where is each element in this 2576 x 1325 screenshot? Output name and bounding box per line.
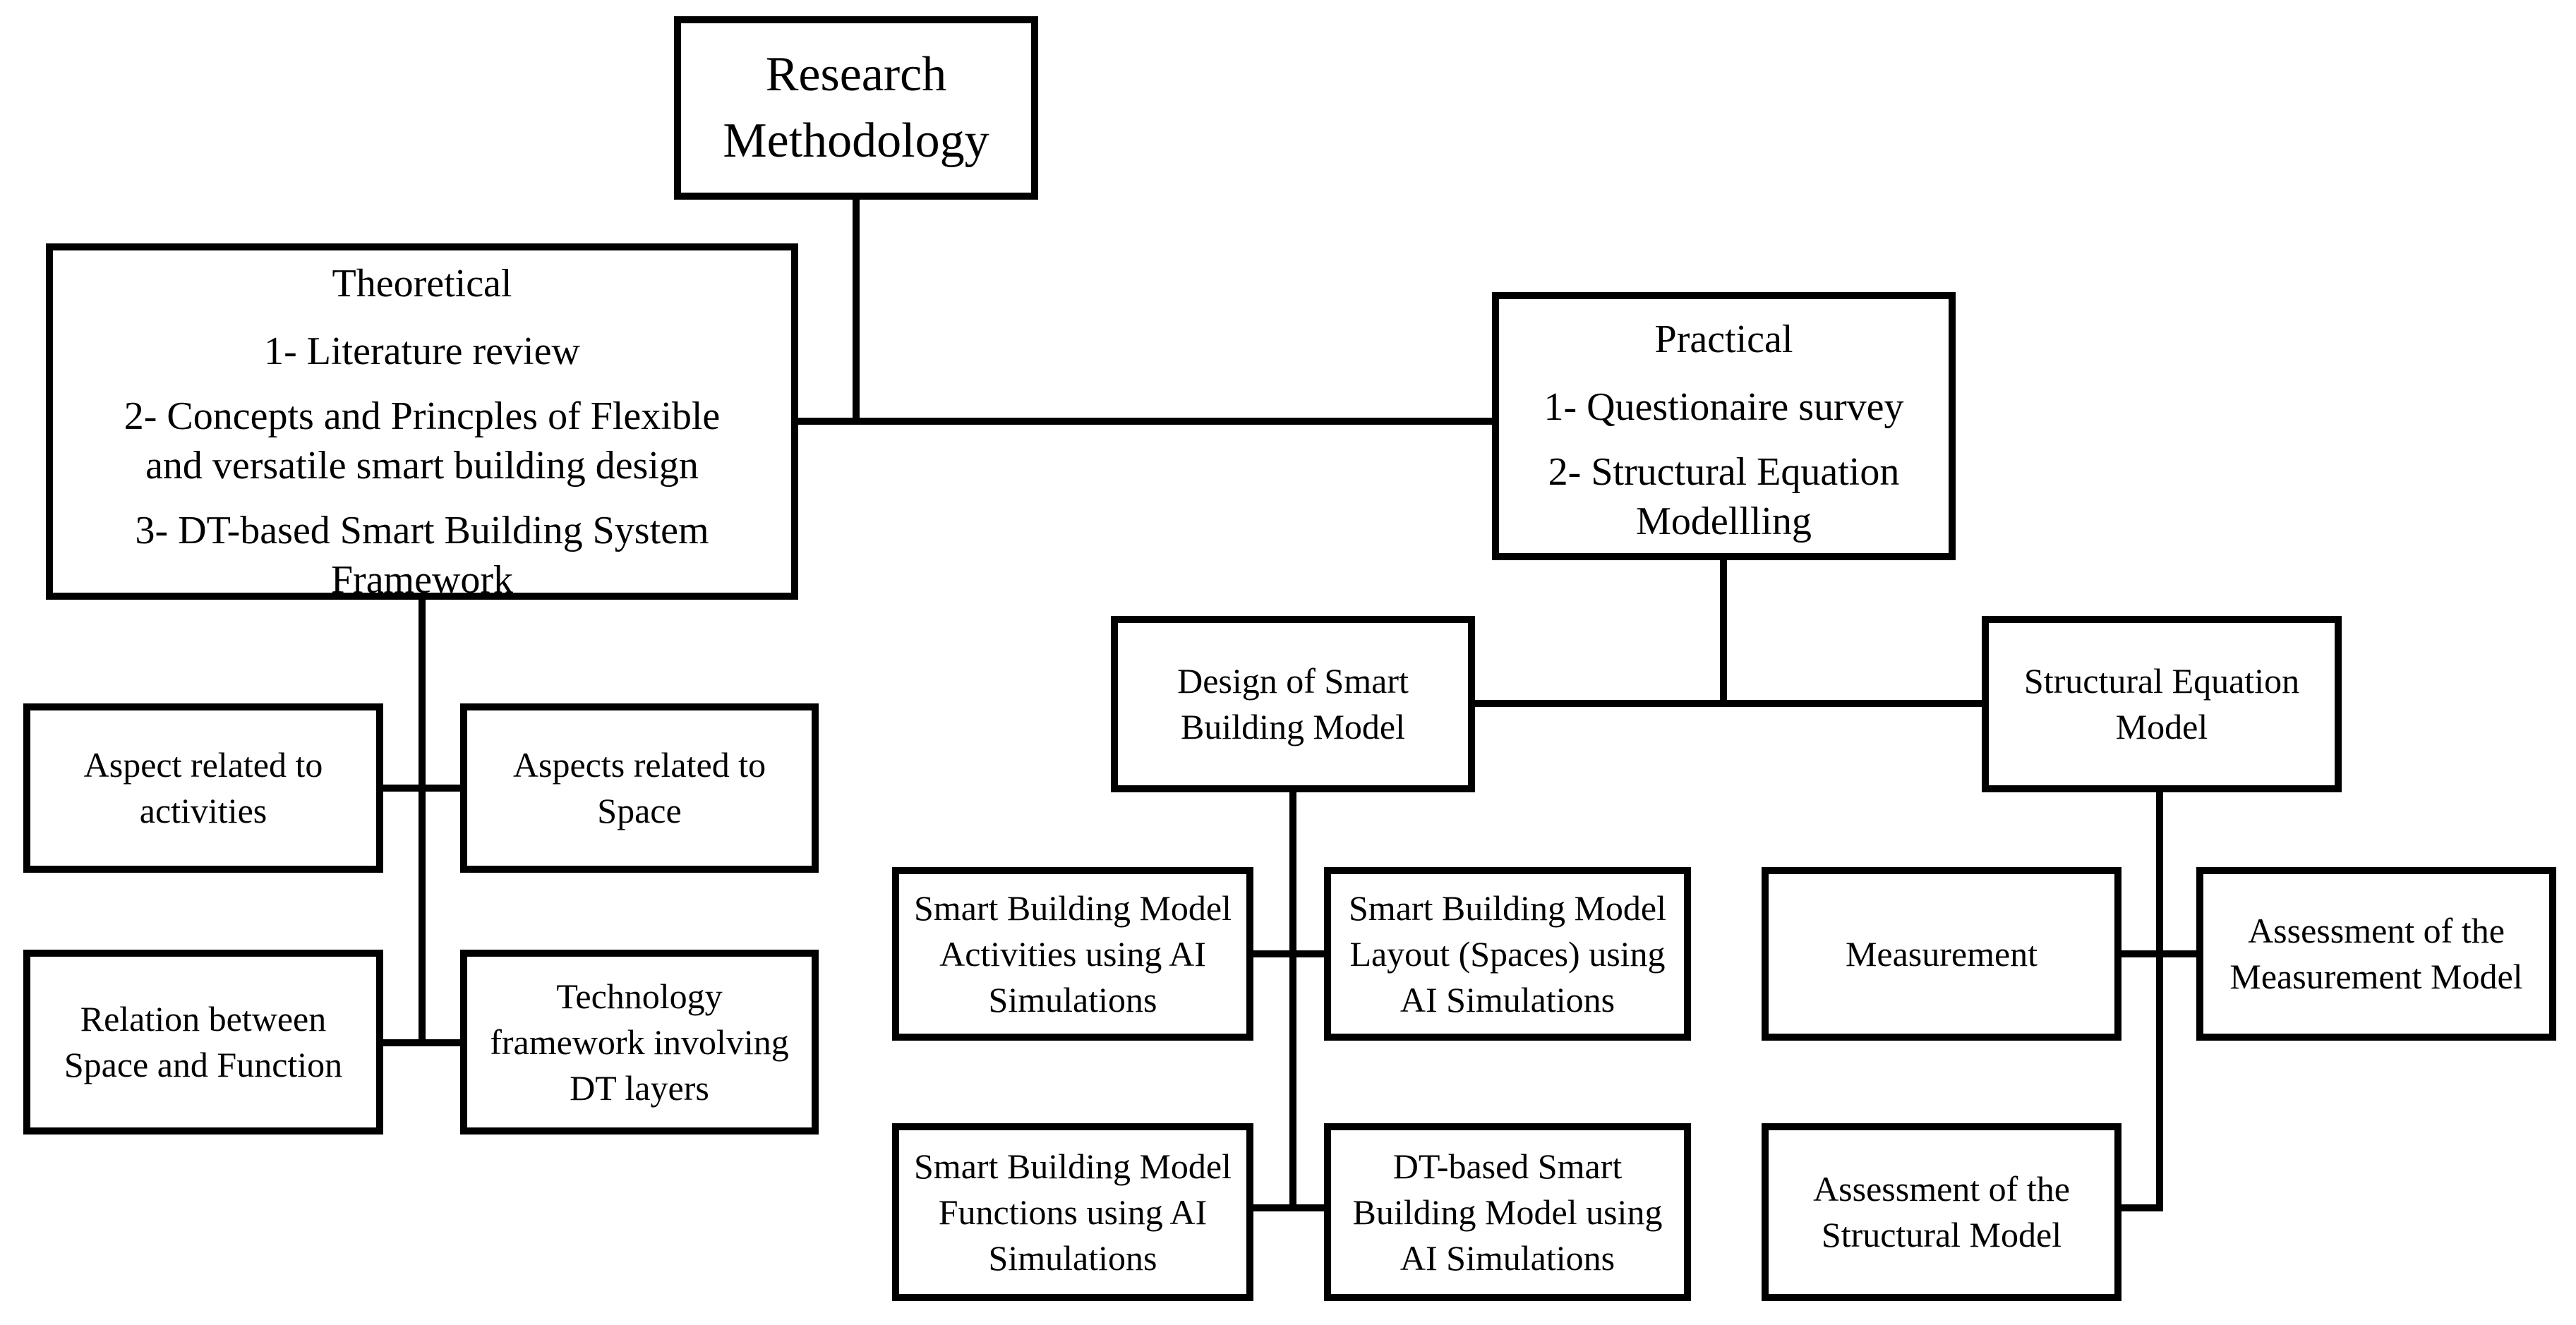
node-label: Design of Smart Building Model bbox=[1177, 661, 1409, 746]
connector-left-row1-stub bbox=[383, 785, 460, 792]
node-research-methodology: Research Methodology bbox=[674, 16, 1038, 200]
node-label: Assessment of the Structural Model bbox=[1813, 1169, 2070, 1254]
connector-root-vertical bbox=[853, 200, 860, 425]
node-label: Structural Equation Model bbox=[2023, 661, 2300, 746]
node-label: Assessment of the Measurement Model bbox=[2229, 911, 2523, 996]
node-practical: Practical 1- Questionaire survey 2- Stru… bbox=[1492, 292, 1956, 560]
connector-mid-row1-stub bbox=[1253, 950, 1324, 957]
connector-right-row2-elbow bbox=[2121, 1204, 2163, 1211]
node-heading: Theoretical bbox=[332, 262, 512, 305]
connector-right-row1-stub bbox=[2121, 950, 2196, 957]
node-label: Measurement bbox=[1845, 933, 2038, 974]
node-dt-based-smart-building-model: DT-based Smart Building Model using AI S… bbox=[1324, 1123, 1691, 1301]
node-label: Aspect related to activities bbox=[83, 745, 323, 830]
list-item: 2- Structural Equation Modellling bbox=[1548, 450, 1900, 543]
connector-design-branch-vertical bbox=[1289, 792, 1296, 1211]
list-item: 1- Questionaire survey bbox=[1543, 385, 1904, 429]
list-item: 3- DT-based Smart Building System Framew… bbox=[135, 509, 709, 602]
node-design-smart-building-model: Design of Smart Building Model bbox=[1111, 616, 1475, 792]
node-structural-equation-model: Structural Equation Model bbox=[1982, 616, 2342, 792]
node-label: Technology framework involving DT layers bbox=[490, 976, 789, 1108]
node-heading: Practical bbox=[1654, 317, 1793, 361]
node-technology-framework-dt-layers: Technology framework involving DT layers bbox=[460, 950, 819, 1135]
node-sbm-layout-spaces-ai-simulations: Smart Building Model Layout (Spaces) usi… bbox=[1324, 867, 1691, 1041]
node-label: Smart Building Model Activities using AI… bbox=[914, 888, 1232, 1020]
connector-sem-branch-vertical bbox=[2156, 792, 2163, 1211]
node-sbm-activities-ai-simulations: Smart Building Model Activities using AI… bbox=[892, 867, 1253, 1041]
node-label: Relation between Space and Function bbox=[64, 999, 343, 1084]
list-item: 1- Literature review bbox=[264, 329, 580, 373]
node-measurement: Measurement bbox=[1762, 867, 2121, 1041]
node-label: Aspects related to Space bbox=[512, 745, 766, 830]
node-theoretical: Theoretical 1- Literature review 2- Conc… bbox=[46, 243, 798, 602]
node-assessment-measurement-model: Assessment of the Measurement Model bbox=[2196, 867, 2556, 1041]
node-label: Smart Building Model Functions using AI … bbox=[914, 1146, 1232, 1278]
node-sbm-functions-ai-simulations: Smart Building Model Functions using AI … bbox=[892, 1123, 1253, 1301]
node-relation-space-function: Relation between Space and Function bbox=[23, 950, 383, 1135]
node-label: Smart Building Model Layout (Spaces) usi… bbox=[1349, 888, 1666, 1020]
connector-practical-vertical bbox=[1720, 560, 1727, 707]
node-label: DT-based Smart Building Model using AI S… bbox=[1352, 1146, 1663, 1278]
list-item: 2- Concepts and Princples of Flexible an… bbox=[124, 394, 721, 488]
node-label: Research Methodology bbox=[723, 47, 989, 169]
node-aspects-related-space: Aspects related to Space bbox=[460, 703, 819, 873]
connector-design-sem bbox=[1475, 700, 1982, 707]
connector-theoretical-branch-vertical bbox=[419, 600, 426, 1046]
connector-mid-row2-stub bbox=[1253, 1204, 1324, 1211]
connector-theoretical-practical bbox=[798, 418, 1492, 425]
node-aspect-related-activities: Aspect related to activities bbox=[23, 703, 383, 873]
connector-left-row2-stub bbox=[383, 1039, 460, 1046]
node-assessment-structural-model: Assessment of the Structural Model bbox=[1762, 1123, 2121, 1301]
